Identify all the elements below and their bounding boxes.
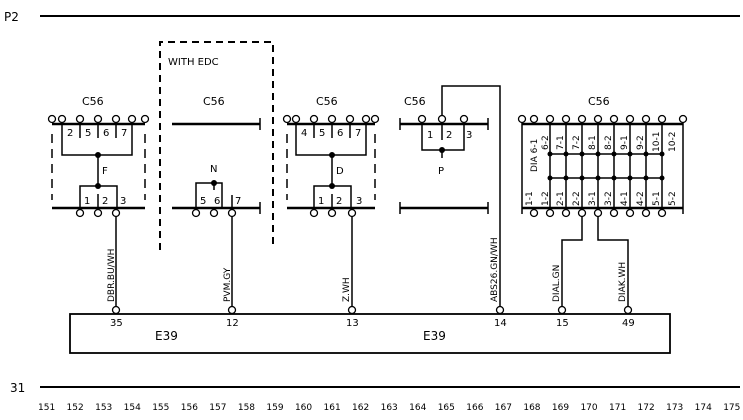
c5-pin-top: 8-2 bbox=[604, 135, 614, 150]
c4-pin-top: 1 bbox=[427, 130, 433, 141]
scale-number: 173 bbox=[666, 403, 683, 413]
scale-number: 156 bbox=[181, 403, 198, 413]
ecu-pin: 15 bbox=[556, 318, 569, 329]
c5-pin-bottom: 4-2 bbox=[636, 191, 646, 206]
c5-pin-bottom: 3-1 bbox=[588, 191, 598, 206]
c5-pin-bottom: 1-2 bbox=[541, 191, 551, 206]
scale-number: 160 bbox=[295, 403, 312, 413]
connector-5-title: C56 bbox=[588, 95, 610, 108]
wire-label: DIAK.WH bbox=[618, 262, 628, 302]
scale-number: 153 bbox=[95, 403, 112, 413]
c5-pin-top: 8-1 bbox=[588, 135, 598, 150]
ecu-pin: 49 bbox=[622, 318, 635, 329]
scale-number: 161 bbox=[324, 403, 341, 413]
c5-pin-bottom: 4-1 bbox=[620, 191, 630, 206]
scale-number: 169 bbox=[552, 403, 569, 413]
c4-node-label: P bbox=[438, 166, 444, 177]
ecu-pin: 35 bbox=[110, 318, 123, 329]
c5-pin-top: 7-1 bbox=[556, 135, 566, 150]
rail-top-label: P2 bbox=[4, 10, 19, 24]
c5-pin-bottom: 1-1 bbox=[525, 191, 535, 206]
c1-pin-bottom: 3 bbox=[120, 196, 126, 207]
scale-number: 167 bbox=[495, 403, 512, 413]
ecu-pin: 14 bbox=[494, 318, 507, 329]
scale-number: 164 bbox=[409, 403, 426, 413]
wire-label: DBR.BU/WH bbox=[107, 249, 117, 302]
c5-pin-bottom: 3-2 bbox=[604, 191, 614, 206]
scale-number: 172 bbox=[638, 403, 655, 413]
c2-pin-bottom: 7 bbox=[235, 196, 241, 207]
c1-pin-top: 5 bbox=[85, 128, 91, 139]
connector-4-title: C56 bbox=[404, 95, 426, 108]
scale-number: 159 bbox=[266, 403, 283, 413]
c4-pin-top: 2 bbox=[446, 130, 452, 141]
scale-number: 174 bbox=[695, 403, 712, 413]
c5-pin-top: 10-1 bbox=[652, 132, 662, 152]
c2-pin-bottom: 5 bbox=[200, 196, 206, 207]
c5-pin-top: 7-2 bbox=[572, 135, 582, 150]
scale-number: 171 bbox=[609, 403, 626, 413]
c1-pin-top: 7 bbox=[121, 128, 127, 139]
c2-node-label: N bbox=[210, 164, 217, 175]
scale-number: 175 bbox=[723, 403, 740, 413]
scale-number: 152 bbox=[67, 403, 84, 413]
scale-number: 162 bbox=[352, 403, 369, 413]
c5-pin-top: DIA 6-1 bbox=[530, 139, 540, 172]
ecu-pin: 13 bbox=[346, 318, 359, 329]
c3-node-label: D bbox=[336, 166, 344, 177]
c3-pin-top: 4 bbox=[301, 128, 307, 139]
scale-number: 151 bbox=[38, 403, 55, 413]
scale-number: 165 bbox=[438, 403, 455, 413]
c5-pin-bottom: 5-1 bbox=[652, 191, 662, 206]
scale-number: 163 bbox=[381, 403, 398, 413]
c1-pin-top: 6 bbox=[103, 128, 109, 139]
wire-label: Z.WH bbox=[342, 277, 352, 302]
ecu-name-right: E39 bbox=[423, 329, 446, 343]
c3-pin-top: 7 bbox=[355, 128, 361, 139]
c1-pin-bottom: 1 bbox=[84, 196, 90, 207]
c5-pin-top: 10-2 bbox=[668, 132, 678, 152]
c5-pin-bottom: 2-2 bbox=[572, 191, 582, 206]
c3-pin-bottom: 3 bbox=[356, 196, 362, 207]
edc-label: WITH EDC bbox=[168, 57, 219, 68]
c5-pin-top: 9-2 bbox=[636, 135, 646, 150]
c2-pin-bottom: 6 bbox=[214, 196, 220, 207]
c4-pin-top: 3 bbox=[466, 130, 472, 141]
ecu-pin: 12 bbox=[226, 318, 239, 329]
c3-pin-bottom: 1 bbox=[318, 196, 324, 207]
c5-pin-bottom: 2-1 bbox=[556, 191, 566, 206]
scale-number: 155 bbox=[152, 403, 169, 413]
c3-pin-top: 5 bbox=[319, 128, 325, 139]
scale-number: 168 bbox=[523, 403, 540, 413]
scale-number: 158 bbox=[238, 403, 255, 413]
c3-pin-top: 6 bbox=[337, 128, 343, 139]
scale-row: 151 152 153 154 155 156 157 158 159 160 161 162 163 1… bbox=[38, 403, 740, 413]
connector-1-title: C56 bbox=[82, 95, 104, 108]
c1-pin-top: 2 bbox=[67, 128, 73, 139]
connector-3-title: C56 bbox=[316, 95, 338, 108]
scale-number: 166 bbox=[466, 403, 483, 413]
c5-pin-bottom: 5-2 bbox=[668, 191, 678, 206]
wire-label: ABS26.GN/WH bbox=[490, 237, 500, 302]
scale-number: 157 bbox=[209, 403, 226, 413]
scale-number: 170 bbox=[580, 403, 597, 413]
connector-2-title: C56 bbox=[203, 95, 225, 108]
ecu-name-left: E39 bbox=[155, 329, 178, 343]
wire-label: PVM.GY bbox=[223, 267, 233, 302]
wire-label: DIAL.GN bbox=[552, 265, 562, 302]
c5-pin-top: 6-2 bbox=[541, 135, 551, 150]
c5-pin-top: 9-1 bbox=[620, 135, 630, 150]
c1-pin-bottom: 2 bbox=[102, 196, 108, 207]
rail-bottom-label: 31 bbox=[10, 381, 25, 395]
scale-number: 154 bbox=[124, 403, 141, 413]
c3-pin-bottom: 2 bbox=[336, 196, 342, 207]
c1-node-label: F bbox=[102, 166, 108, 177]
